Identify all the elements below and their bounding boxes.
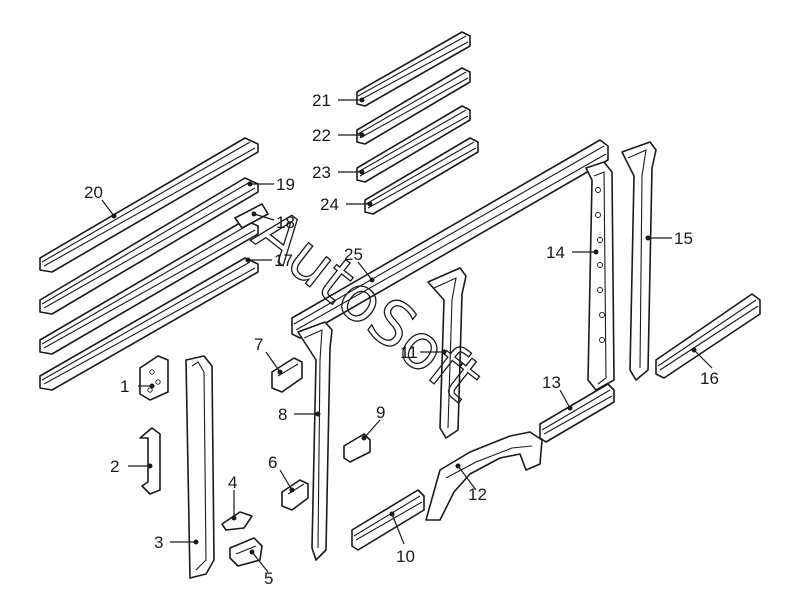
callout-2: 2 bbox=[110, 457, 119, 476]
bracket-7 bbox=[271, 357, 303, 393]
callout-8: 8 bbox=[278, 405, 287, 424]
bracket-5 bbox=[229, 537, 263, 567]
callout-18: 18 bbox=[276, 213, 295, 232]
callout-22: 22 bbox=[312, 126, 331, 145]
strip-22 bbox=[356, 67, 471, 145]
callout-20: 20 bbox=[84, 183, 103, 202]
strip-24 bbox=[364, 137, 479, 215]
callout-16: 16 bbox=[700, 369, 719, 388]
callout-13: 13 bbox=[542, 373, 561, 392]
pillar-11 bbox=[427, 267, 467, 439]
strip-10 bbox=[351, 489, 425, 551]
callout-15: 15 bbox=[674, 229, 693, 248]
strip-23 bbox=[356, 105, 471, 183]
callout-5: 5 bbox=[264, 569, 273, 588]
callout-1: 1 bbox=[120, 377, 129, 396]
callout-21: 21 bbox=[312, 91, 331, 110]
strip-13 bbox=[539, 383, 615, 443]
callout-7: 7 bbox=[254, 335, 263, 354]
callout-11: 11 bbox=[400, 343, 418, 362]
pillar-3 bbox=[185, 355, 215, 579]
bracket-9 bbox=[343, 433, 371, 463]
callout-6: 6 bbox=[268, 453, 277, 472]
bracket-2 bbox=[139, 427, 161, 495]
callout-24: 24 bbox=[320, 195, 339, 214]
plate-4 bbox=[221, 511, 253, 531]
strip-18 bbox=[39, 203, 269, 355]
callout-12: 12 bbox=[468, 485, 487, 504]
strip-17 bbox=[39, 257, 259, 391]
strip-16 bbox=[655, 293, 761, 379]
wheel-arch-12 bbox=[425, 431, 543, 521]
strip-21 bbox=[356, 31, 471, 107]
callout-3: 3 bbox=[154, 533, 163, 552]
pillar-14 bbox=[585, 161, 615, 391]
callout-17: 17 bbox=[274, 251, 293, 270]
callout-23: 23 bbox=[312, 163, 331, 182]
roof-rail-25 bbox=[291, 139, 609, 339]
bracket-1 bbox=[139, 355, 169, 401]
callout-14: 14 bbox=[546, 243, 565, 262]
pillar-8 bbox=[297, 321, 333, 561]
pillar-15 bbox=[621, 141, 657, 381]
callout-19: 19 bbox=[276, 175, 295, 194]
callout-10: 10 bbox=[396, 547, 415, 566]
strip-20 bbox=[39, 137, 259, 273]
strip-19 bbox=[39, 177, 259, 315]
callout-4: 4 bbox=[228, 473, 237, 492]
callout-labels: 1 2 3 4 5 6 7 8 9 10 11 12 13 14 15 16 1… bbox=[84, 91, 719, 588]
leaders bbox=[101, 97, 713, 573]
callout-25: 25 bbox=[344, 245, 363, 264]
callout-9: 9 bbox=[376, 403, 385, 422]
bracket-6 bbox=[281, 479, 309, 511]
